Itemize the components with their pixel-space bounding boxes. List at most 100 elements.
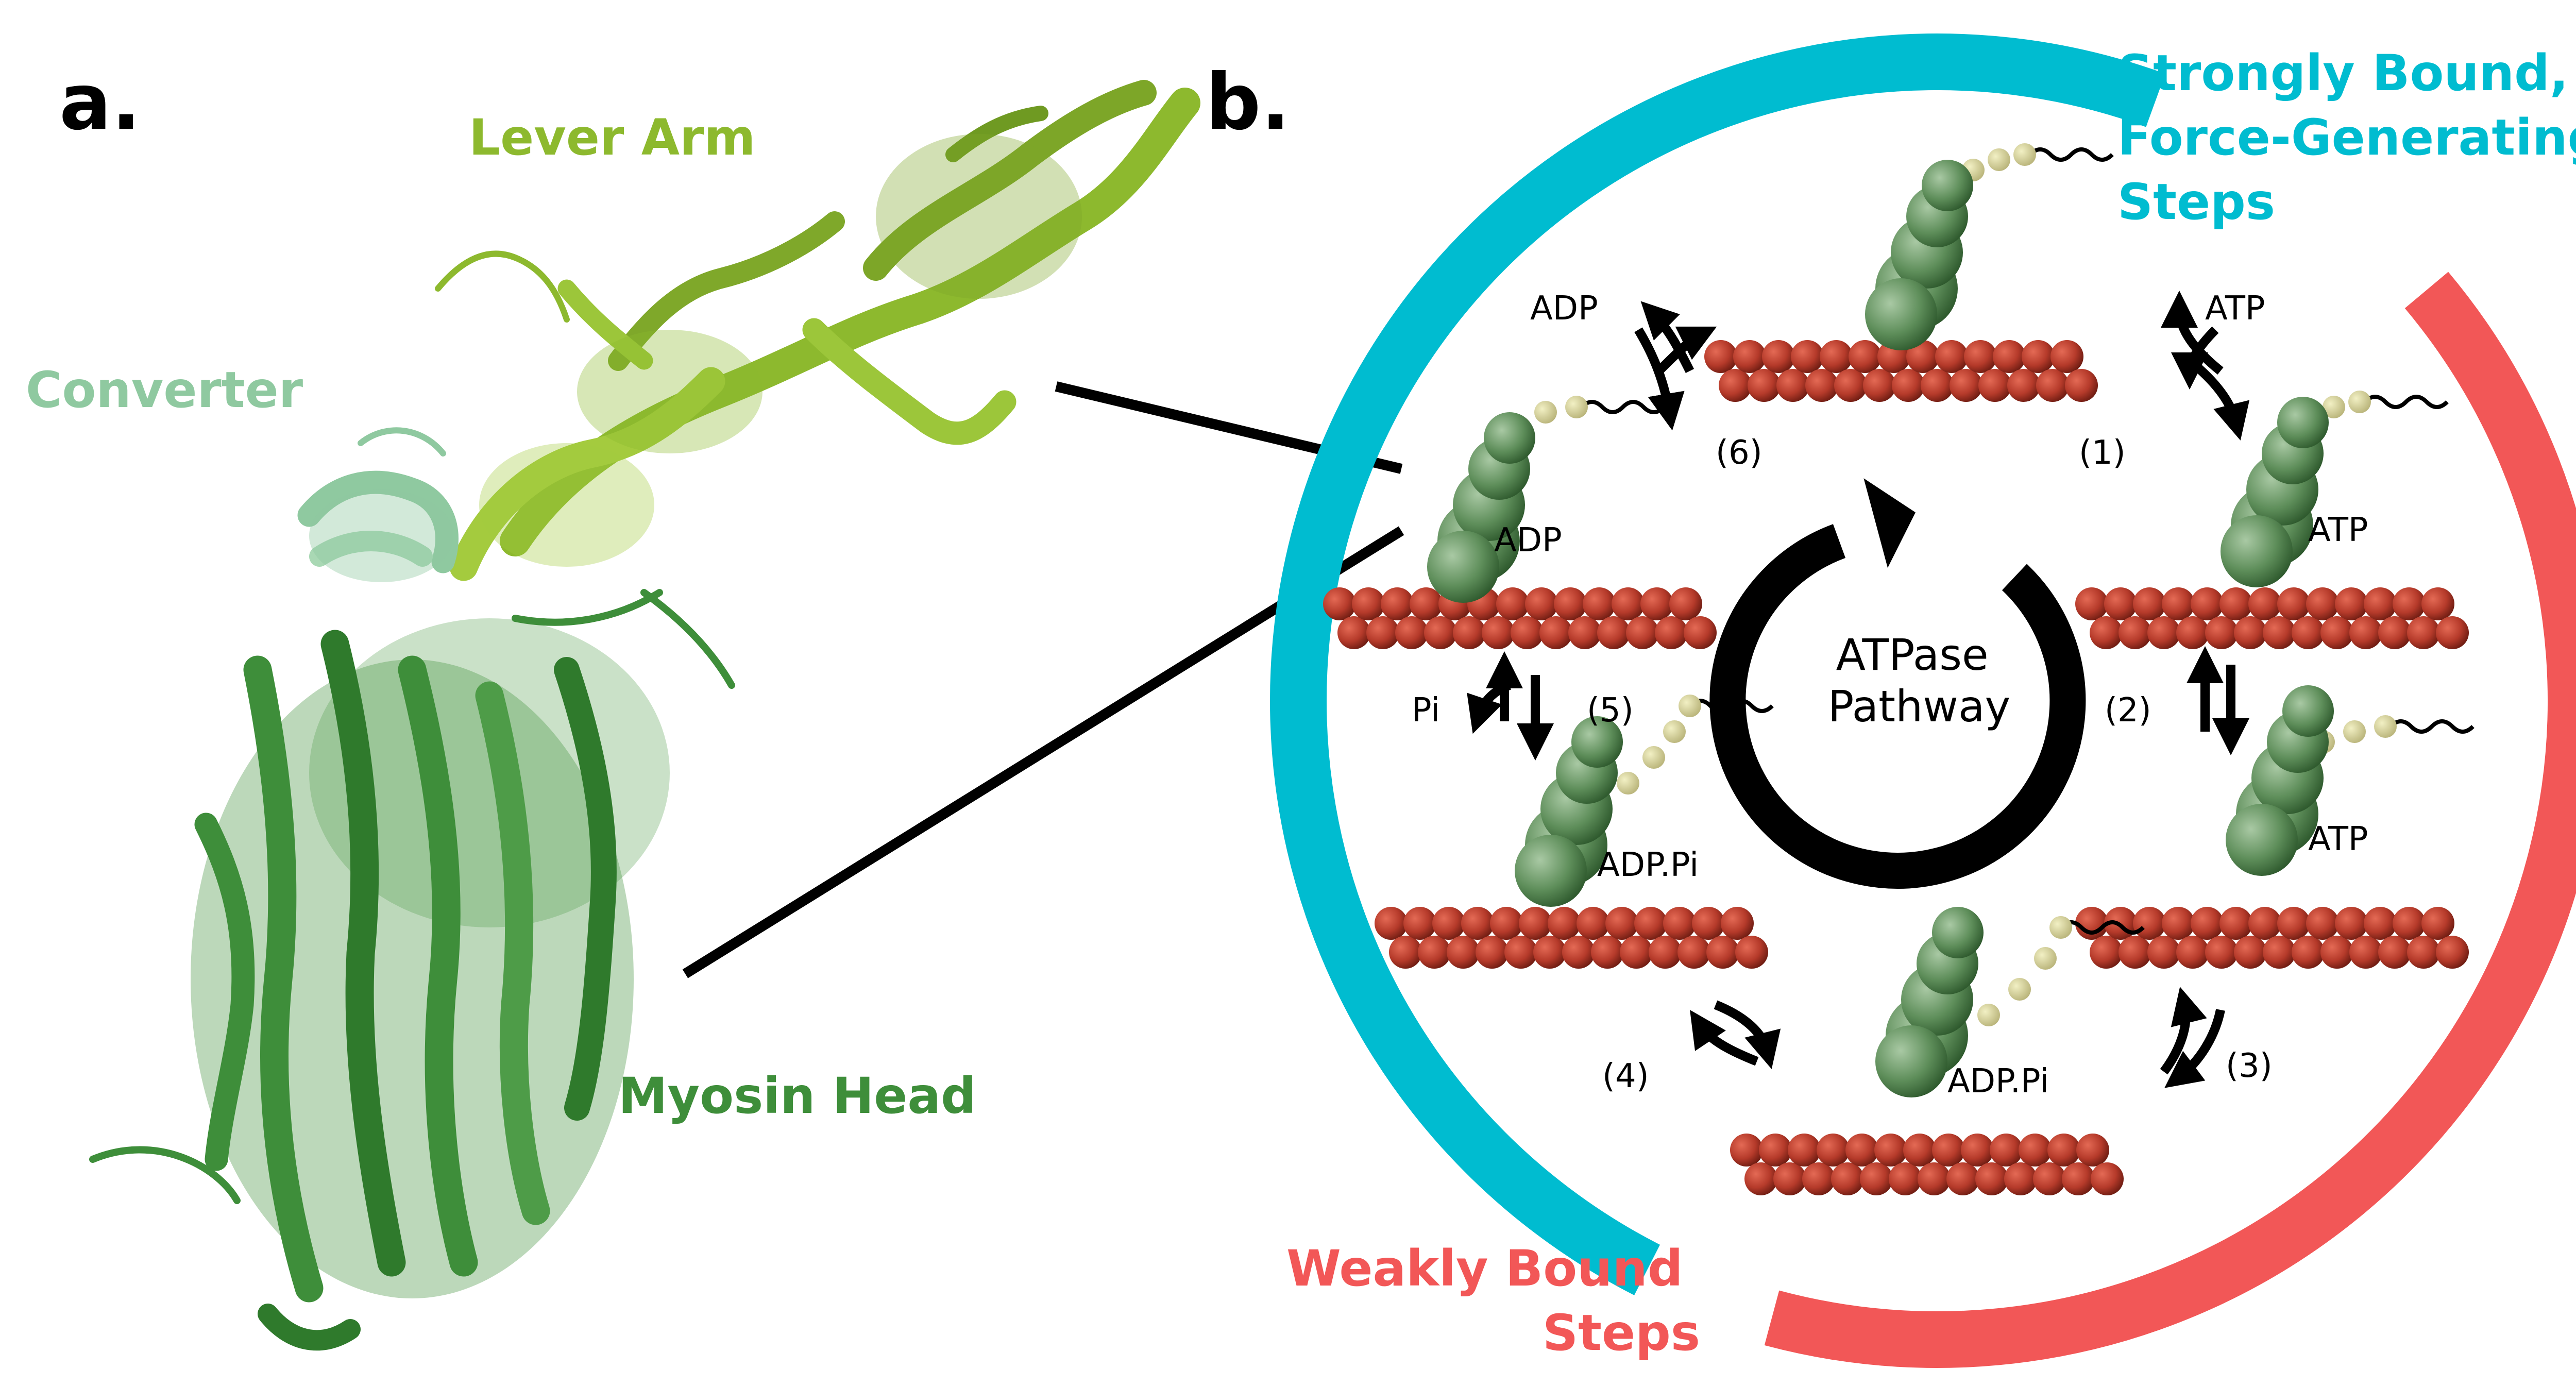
actin-monomer	[2421, 907, 2454, 940]
transition-2-number: (2)	[2105, 691, 2151, 730]
transition-6-adp-out	[1655, 326, 1717, 375]
myosin-tail	[2363, 395, 2449, 409]
panel-b: b. Strongly Bound, Force-Generating Step…	[1206, 33, 2576, 1368]
actin-monomer	[1889, 1162, 1922, 1195]
myosin-molecule	[1515, 695, 1774, 907]
actin-monomer	[1577, 907, 1609, 940]
actin-monomer	[1496, 587, 1529, 620]
actin-monomer	[2191, 587, 2224, 620]
actin-monomer	[2234, 616, 2267, 649]
actin-monomer	[2090, 616, 2123, 649]
actin-monomer	[1744, 1162, 1777, 1195]
actin-monomer	[1773, 1162, 1806, 1195]
transition-6-ligand: ADP	[1530, 290, 1598, 328]
myosin-head-label: Myosin Head	[618, 1067, 976, 1125]
actin-monomer	[2119, 616, 2151, 649]
actin-monomer	[1776, 369, 1809, 402]
actin-monomer	[2234, 936, 2267, 969]
myosin-neck-bead	[2343, 720, 2366, 743]
transition-3-arrow-fwd	[2164, 1009, 2225, 1088]
myosin-tail	[2059, 920, 2145, 935]
transition-5-ligand: Pi	[1412, 691, 1440, 730]
actin-monomer	[2205, 936, 2238, 969]
actin-monomer	[2075, 587, 2108, 620]
actin-monomer	[2022, 340, 2055, 373]
actin-monomer	[1389, 936, 1422, 969]
actin-monomer	[1395, 616, 1428, 649]
actin-monomer	[1677, 936, 1710, 969]
actin-filament	[2075, 907, 2469, 969]
actin-monomer	[2407, 616, 2440, 649]
actin-monomer	[2219, 587, 2252, 620]
actin-monomer	[2007, 369, 2040, 402]
actin-monomer	[2263, 616, 2296, 649]
actin-monomer	[1663, 907, 1696, 940]
actin-monomer	[1805, 369, 1838, 402]
transition-1-number: (1)	[2079, 434, 2126, 472]
actin-monomer	[1640, 587, 1673, 620]
state-label-left-lower: ADP.Pi	[1597, 846, 1699, 884]
converter-label: Converter	[26, 361, 303, 419]
state-label-right-mid: ATP	[2308, 820, 2368, 858]
actin-monomer	[1504, 936, 1537, 969]
transition-arrows	[1467, 291, 2250, 1088]
myosin-neck-bead	[1679, 695, 1701, 717]
actin-monomer	[1583, 587, 1616, 620]
actin-monomer	[2292, 936, 2325, 969]
actin-monomer	[2019, 1134, 2052, 1167]
actin-monomer	[1820, 340, 1853, 373]
actin-monomer	[2248, 587, 2281, 620]
actin-monomer	[1366, 616, 1399, 649]
panel-b-letter: b.	[1206, 58, 1290, 147]
actin-monomer	[1684, 616, 1717, 649]
actin-monomer	[1918, 1162, 1951, 1195]
actin-monomer	[1649, 936, 1682, 969]
actin-monomer	[1975, 1162, 2008, 1195]
actin-monomer	[2407, 936, 2440, 969]
actin-monomer	[2248, 907, 2281, 940]
actin-filament	[2075, 587, 2469, 649]
panel-a-letter: a.	[59, 58, 141, 147]
transition-4-number: (4)	[1602, 1057, 1649, 1095]
actin-monomer	[1453, 616, 1486, 649]
panel-a: a.	[26, 58, 1200, 1351]
actin-monomer	[1410, 587, 1443, 620]
actin-monomer	[2162, 587, 2195, 620]
actin-monomer	[2263, 936, 2296, 969]
actin-monomer	[1935, 340, 1968, 373]
actin-monomer	[1721, 907, 1754, 940]
actin-monomer	[2147, 616, 2180, 649]
actin-monomer	[1831, 1162, 1864, 1195]
actin-monomer	[1612, 587, 1645, 620]
actin-monomer	[2205, 616, 2238, 649]
actin-monomer	[2191, 907, 2224, 940]
atpase-cycle-arrow	[1709, 478, 2086, 889]
actin-monomer	[2393, 587, 2426, 620]
actin-monomer	[2277, 587, 2310, 620]
actin-filament	[1704, 340, 2098, 402]
lever-arm-structure	[435, 80, 1200, 581]
actin-monomer	[2436, 936, 2469, 969]
actin-monomer	[1834, 369, 1867, 402]
actin-monomer	[2335, 587, 2368, 620]
actin-monomer	[1490, 907, 1523, 940]
actin-monomer	[1375, 907, 1408, 940]
actin-monomer	[1946, 1162, 1979, 1195]
actin-monomer	[1719, 369, 1752, 402]
myosin-head-blob	[1875, 1025, 1947, 1097]
actin-monomer	[1418, 936, 1451, 969]
transition-6-number: (6)	[1716, 434, 1762, 472]
actin-monomer	[1863, 369, 1896, 402]
state-label-left-upper: ADP	[1494, 521, 1562, 560]
state-label-right-upper: ATP	[2308, 511, 2368, 549]
actin-monomer	[2320, 616, 2353, 649]
actin-monomer	[2036, 369, 2069, 402]
state-label-bottom: ADP.Pi	[1947, 1062, 2049, 1101]
actin-monomer	[1704, 340, 1737, 373]
transition-5-pi-out	[1467, 681, 1512, 734]
actin-monomer	[2364, 907, 2397, 940]
actin-monomer	[1961, 1134, 1994, 1167]
actin-monomer	[1921, 369, 1954, 402]
actin-monomer	[2162, 907, 2195, 940]
myosin-head-blob	[1932, 907, 1984, 958]
